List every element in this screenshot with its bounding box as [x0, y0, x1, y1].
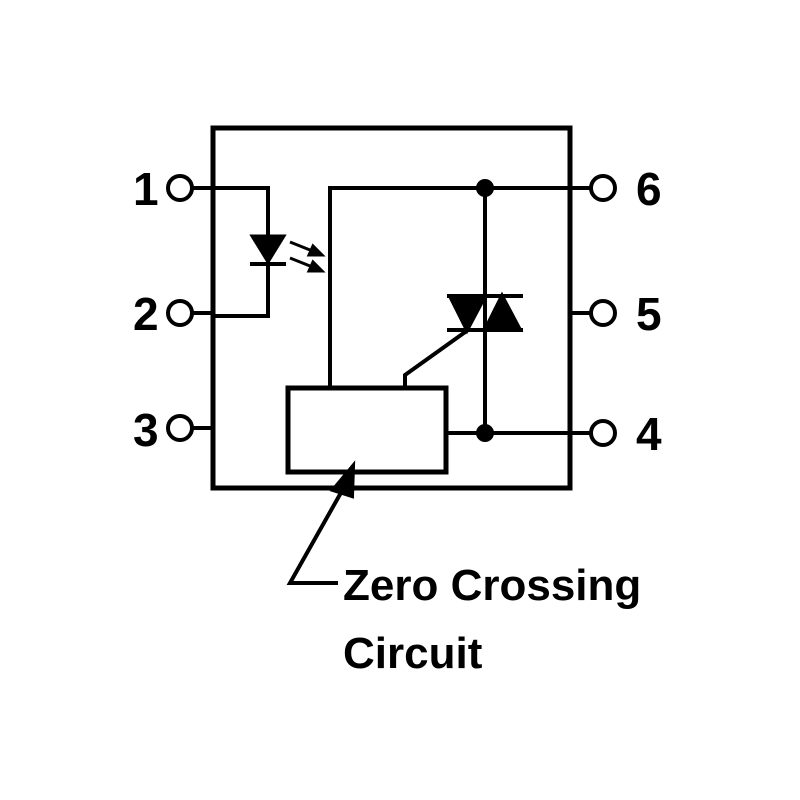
- pin-3-terminal: [166, 414, 194, 442]
- pin-2-label: 2: [133, 288, 159, 340]
- junction-dot-bottom: [476, 424, 494, 442]
- pin-5-terminal: [589, 299, 617, 327]
- pin-1-terminal: [166, 174, 194, 202]
- pin-2-terminal: [166, 299, 194, 327]
- junction-dots: [476, 179, 494, 442]
- light-emission-arrows: [289, 240, 326, 273]
- caption-line-2: Circuit: [343, 629, 483, 678]
- internal-wiring: [328, 186, 570, 435]
- pin-terminals: [166, 174, 617, 447]
- zero-crossing-circuit-block: [285, 385, 449, 475]
- triac-icon: [446, 291, 524, 335]
- pin-4-label: 4: [636, 408, 662, 460]
- pin-6-label: 6: [636, 163, 662, 215]
- pin-1-label: 1: [133, 163, 159, 215]
- pin-5-label: 5: [636, 288, 662, 340]
- caption-line-1: Zero Crossing: [343, 561, 641, 610]
- pin-4-terminal: [589, 419, 617, 447]
- pin-6-terminal: [589, 174, 617, 202]
- led-icon: [213, 186, 287, 318]
- package-outline: [210, 125, 573, 491]
- junction-dot-top: [476, 179, 494, 197]
- pin-3-label: 3: [133, 404, 159, 456]
- pin-leads: [193, 186, 590, 435]
- caption-pointer: [286, 460, 356, 585]
